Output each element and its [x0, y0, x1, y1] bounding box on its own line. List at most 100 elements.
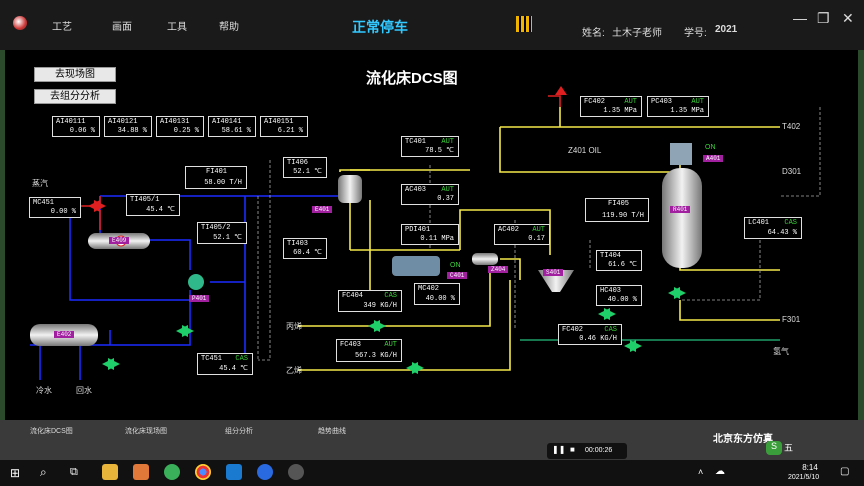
tag-c401: C401: [447, 272, 468, 279]
student-name-label: 姓名:: [582, 28, 605, 39]
tag-z404: Z404: [488, 266, 509, 273]
search-icon[interactable]: ⌕: [40, 465, 47, 479]
clock-time[interactable]: 8:14: [802, 463, 818, 472]
reactor-r401[interactable]: [662, 168, 702, 268]
windows-start-icon[interactable]: ⊞: [10, 466, 21, 480]
app-logo: [13, 16, 27, 30]
player-time: 00:00:26: [585, 447, 613, 454]
qr-code-icon[interactable]: [516, 16, 532, 32]
tag-e402: E402: [54, 331, 75, 338]
title-bar: [0, 0, 864, 50]
menu-tools[interactable]: 工具: [167, 22, 187, 33]
file-explorer-icon[interactable]: [102, 464, 118, 480]
tag-e409: E409: [109, 237, 130, 244]
label-ethylene: 乙烯: [286, 366, 302, 375]
student-name-value: 土木子老师: [612, 28, 662, 39]
label-d301: D301: [782, 167, 802, 176]
stop-icon[interactable]: ■: [570, 445, 575, 454]
pump-p401[interactable]: [188, 274, 204, 290]
label-steam: 蒸汽: [32, 179, 48, 188]
goto-analysis-button[interactable]: 去组分分析: [34, 89, 116, 104]
minimize-button[interactable]: —: [793, 10, 807, 26]
control-valves[interactable]: [102, 287, 686, 374]
student-id-value: 2021: [715, 24, 738, 35]
label-z401-oil: Z401 OIL: [568, 146, 602, 155]
menu-screen[interactable]: 画面: [112, 22, 132, 33]
label-hydrogen: 氢气: [773, 347, 789, 356]
ime-mode[interactable]: 五: [784, 443, 794, 453]
menu-help[interactable]: 帮助: [219, 22, 239, 33]
bottom-nav-bar: [0, 420, 864, 460]
agitator-motor-a401[interactable]: [670, 143, 692, 165]
tag-r401: R401: [670, 206, 691, 213]
tab-field[interactable]: 流化床现场图: [125, 428, 167, 435]
label-c401-on: ON: [450, 262, 461, 269]
menu-craft[interactable]: 工艺: [52, 22, 72, 33]
task-view-icon[interactable]: ⧉: [70, 466, 78, 478]
app-icon-4[interactable]: [288, 464, 304, 480]
label-a401-on: ON: [705, 144, 716, 151]
maximize-button[interactable]: ❐: [817, 10, 830, 26]
media-player-bar: [547, 443, 627, 459]
tab-analysis[interactable]: 组分分析: [225, 428, 253, 435]
compressor-c401[interactable]: [392, 256, 440, 276]
clock-date[interactable]: 2021/5/10: [788, 474, 820, 481]
app-icon-3[interactable]: [257, 464, 273, 480]
window-frame-right: [858, 50, 864, 420]
student-id-label: 学号:: [684, 28, 707, 39]
label-propylene: 丙烯: [286, 322, 302, 331]
close-button[interactable]: ✕: [842, 10, 854, 26]
pause-icon[interactable]: ❚❚: [552, 445, 566, 454]
tray-chevron-icon[interactable]: ˄: [698, 467, 704, 477]
cyclone-e401[interactable]: [338, 175, 362, 203]
tag-e401: E401: [312, 206, 333, 213]
mixer-z404[interactable]: [472, 253, 498, 265]
network-icon[interactable]: ☁: [715, 466, 725, 477]
tab-dcs[interactable]: 流化床DCS图: [30, 428, 73, 435]
chrome-icon[interactable]: [195, 464, 211, 480]
windows-taskbar: [0, 460, 864, 486]
notification-icon[interactable]: ▢: [840, 466, 850, 477]
label-return-water: 回水: [76, 386, 92, 395]
app-title: 正常停车: [352, 19, 408, 35]
app-icon-1[interactable]: [133, 464, 149, 480]
tag-p401: P401: [189, 295, 210, 302]
brand-label: 北京东方仿真: [713, 434, 773, 445]
app-icon-2[interactable]: [164, 464, 180, 480]
window-frame-left: [0, 50, 5, 420]
goto-field-button[interactable]: 去现场图: [34, 67, 116, 82]
media-player-icon[interactable]: [226, 464, 242, 480]
diagram-title: 流化床DCS图: [366, 70, 458, 87]
ime-icon[interactable]: S: [766, 441, 782, 455]
label-f301: F301: [782, 315, 801, 324]
label-t402: T402: [782, 122, 801, 131]
tab-trend[interactable]: 趋势曲线: [318, 428, 346, 435]
